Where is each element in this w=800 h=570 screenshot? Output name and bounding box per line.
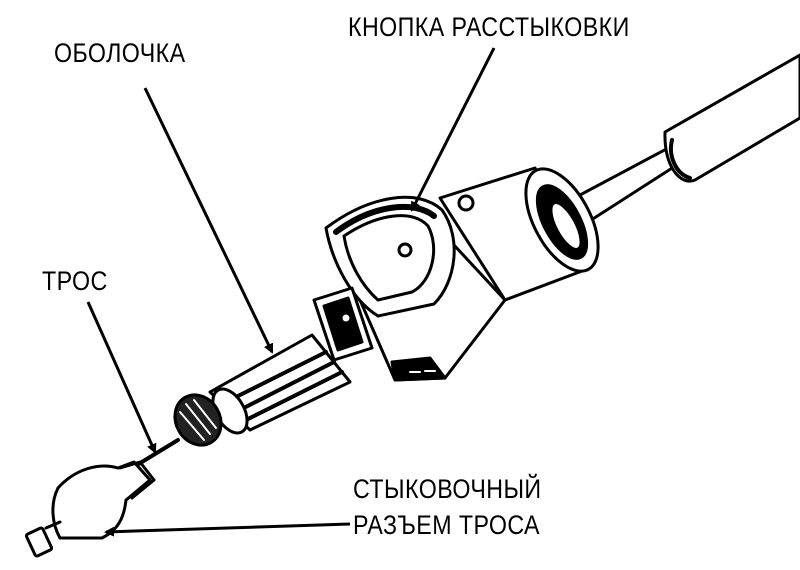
label-cable: ТРОС: [42, 266, 108, 296]
label-cable-connector-line1: СТЫКОВОЧНЫЙ: [353, 474, 542, 504]
leader-release-button: [410, 47, 496, 212]
leader-cable: [86, 301, 157, 454]
leader-cable-connector: [104, 522, 351, 537]
latch-bracket: [312, 286, 374, 362]
knurled-nut: [173, 393, 223, 447]
leader-sheath: [143, 87, 274, 354]
shaft-tube: [546, 53, 800, 242]
cable-connector: [24, 460, 156, 558]
sheath: [208, 333, 352, 435]
label-release-button: КНОПКА РАССТЫКОВКИ: [348, 12, 630, 42]
label-cable-connector-line2: РАЗЪЕМ ТРОСА: [353, 510, 540, 540]
release-button: [324, 195, 456, 318]
housing: [438, 166, 600, 302]
label-sheath: ОБОЛОЧКА: [54, 38, 186, 68]
